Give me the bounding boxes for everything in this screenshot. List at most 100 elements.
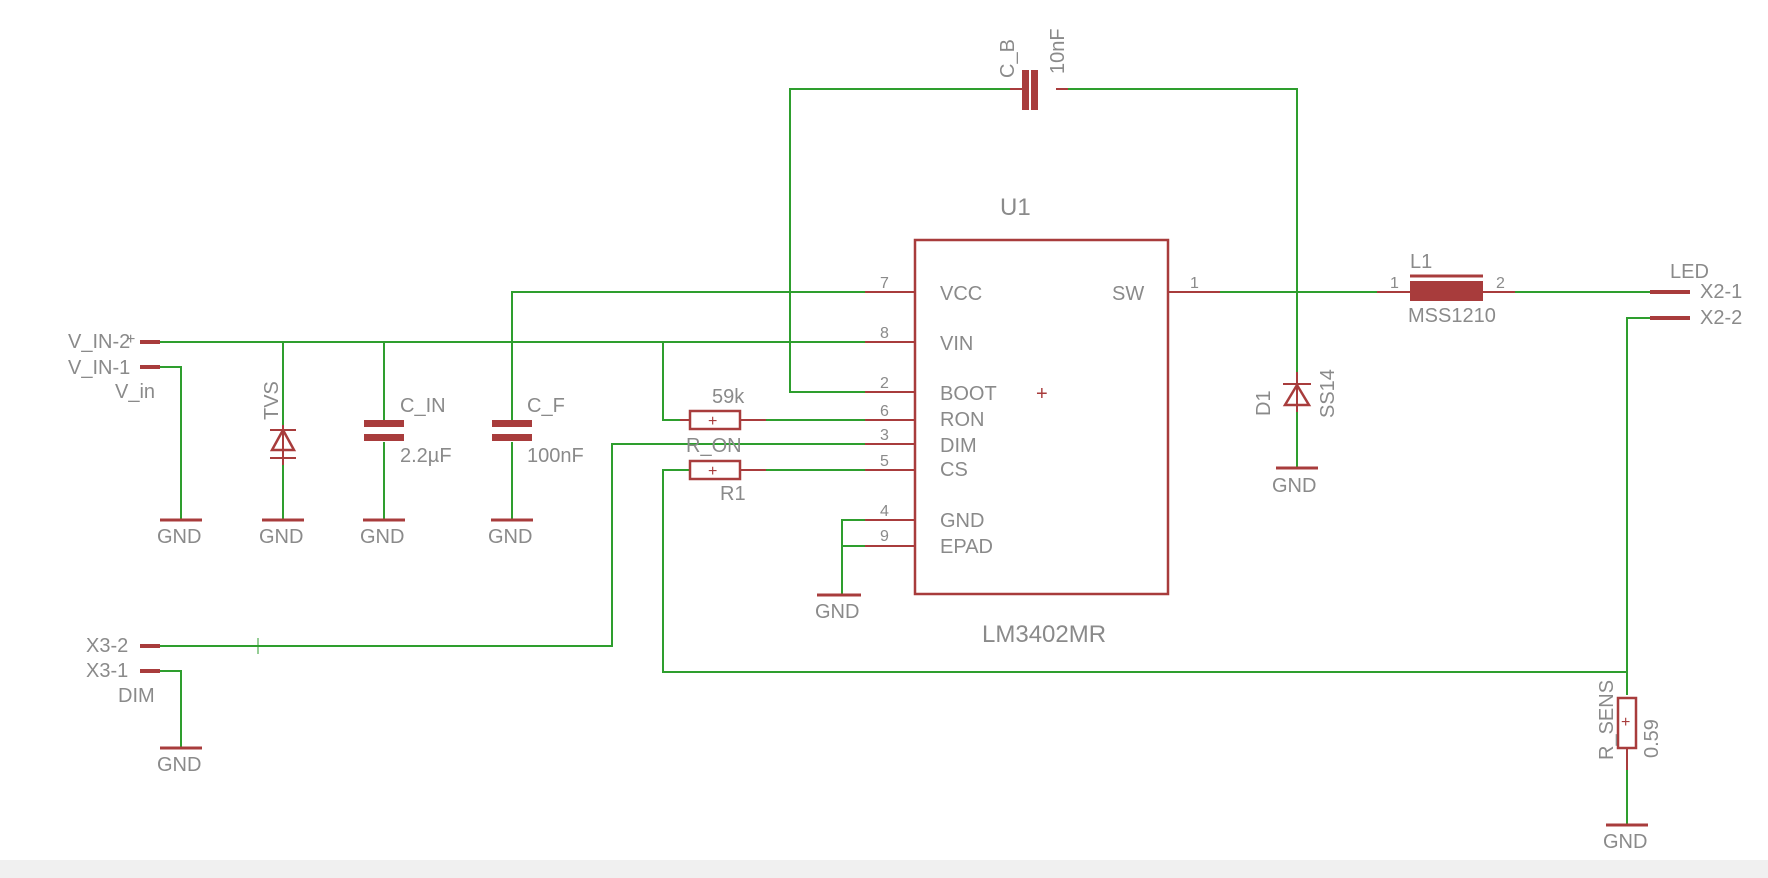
pin-name: EPAD <box>940 536 993 558</box>
pin-name: VCC <box>940 283 982 305</box>
resistor-r1[interactable]: + R1 <box>688 459 766 505</box>
pin-num: 7 <box>880 275 889 292</box>
gnd-label: GND <box>815 601 859 623</box>
pin-num: 3 <box>880 427 889 444</box>
ic-pin-vin: 8 VIN <box>865 325 973 355</box>
cin-value: 2.2µF <box>400 445 452 467</box>
wire-ic-gnd <box>841 519 885 595</box>
ic-pin-boot: 2 BOOT <box>865 375 997 405</box>
ic-value: LM3402MR <box>982 621 1106 648</box>
wire-x2-2 <box>1626 317 1650 695</box>
pin-num: 8 <box>880 325 889 342</box>
tvs-ref: TVS <box>261 381 283 420</box>
gnd-label: GND <box>157 526 201 548</box>
dim-net-label: DIM <box>118 685 155 707</box>
ic-u1[interactable]: U1 LM3402MR + 7 VCC 8 VIN 2 BOOT 6 RON 3… <box>865 194 1220 648</box>
x2-2-label: X2-2 <box>1700 307 1742 329</box>
gnd-label: GND <box>1603 831 1647 853</box>
gnd-cf: GND <box>488 518 533 548</box>
connector-x2-2[interactable]: X2-2 <box>1650 307 1742 329</box>
cb-ref: C_B <box>997 39 1019 78</box>
ic-pin-dim: 3 DIM <box>865 427 977 457</box>
gnd-rsens: GND <box>1603 823 1648 853</box>
ic-origin-mark: + <box>1036 383 1048 405</box>
cin-ref: C_IN <box>400 395 446 417</box>
cf-ref: C_F <box>527 395 565 417</box>
resistor-r-on[interactable]: + 59k R_ON <box>680 386 766 457</box>
wire-ron <box>662 342 690 421</box>
pin-num: 4 <box>880 503 889 520</box>
pin-num: 2 <box>880 375 889 392</box>
pin-num: 1 <box>1190 275 1199 292</box>
capacitor-c-f[interactable]: C_F 100nF <box>492 395 584 467</box>
ic-pin-ron: 6 RON <box>865 403 984 431</box>
rsens-mark: + <box>1621 714 1630 731</box>
connector-x3-2[interactable]: X3-2 <box>86 635 160 657</box>
gnd-label: GND <box>488 526 532 548</box>
wires <box>160 88 1650 825</box>
pin-num: 9 <box>880 528 889 545</box>
l1-ref: L1 <box>1410 251 1432 273</box>
x3-1-label: X3-1 <box>86 660 128 682</box>
gnd-tvs: GND <box>259 518 304 548</box>
rsens-ref: R_SENS <box>1596 680 1618 760</box>
bottom-scroll-bar[interactable] <box>0 860 1768 878</box>
pin-num: 5 <box>880 453 889 470</box>
resistor-r-sens[interactable]: + R_SENS 0.59 <box>1596 680 1663 770</box>
pin-num: 6 <box>880 403 889 420</box>
diode-d1[interactable]: D1 SS14 <box>1253 369 1339 418</box>
ic-pin-epad: 9 EPAD <box>865 528 993 558</box>
wire-cb-sw <box>1068 88 1298 292</box>
d1-ref: D1 <box>1253 390 1275 416</box>
vin-net-label: V_in <box>115 381 155 403</box>
connector-vin2[interactable]: V_IN-2 + <box>68 331 160 353</box>
pin-name: RON <box>940 409 984 431</box>
capacitor-c-in[interactable]: C_IN 2.2µF <box>364 395 452 467</box>
pin-name: GND <box>940 510 984 532</box>
pin-name: DIM <box>940 435 977 457</box>
l1-pin2: 2 <box>1496 275 1505 292</box>
x3-2-label: X3-2 <box>86 635 128 657</box>
wire-cs-return <box>662 469 1627 673</box>
ron-mark: + <box>708 413 717 430</box>
vin1-label: V_IN-1 <box>68 357 130 379</box>
wire-vcc <box>511 291 885 415</box>
pin-name: CS <box>940 459 968 481</box>
l1-pin1: 1 <box>1390 275 1399 292</box>
gnd-d1: GND <box>1272 466 1318 497</box>
wire-vin1-gnd <box>160 366 182 520</box>
ic-pin-cs: 5 CS <box>865 453 968 481</box>
rsens-value: 0.59 <box>1641 719 1663 758</box>
gnd-label: GND <box>259 526 303 548</box>
wire-dim <box>160 443 885 647</box>
vin2-label: V_IN-2 <box>68 331 130 353</box>
connector-x2-1[interactable]: LED X2-1 <box>1650 261 1742 303</box>
gnd-label: GND <box>157 754 201 776</box>
x2-1-label: X2-1 <box>1700 281 1742 303</box>
diode-tvs[interactable]: TVS <box>261 381 297 465</box>
ic-pin-sw: 1 SW <box>1112 275 1220 305</box>
pin-name: VIN <box>940 333 973 355</box>
pin-name: BOOT <box>940 383 997 405</box>
ic-ref: U1 <box>1000 194 1031 221</box>
led-label: LED <box>1670 261 1709 283</box>
r1-ref: R1 <box>720 483 746 505</box>
ic-pin-gnd: 4 GND <box>865 503 984 532</box>
inductor-l1[interactable]: L1 MSS1210 1 2 <box>1377 251 1515 327</box>
wire-x3-1-gnd <box>160 670 182 748</box>
ic-body <box>913 238 1170 596</box>
cf-value: 100nF <box>527 445 584 467</box>
capacitor-c-b[interactable]: C_B 10nF <box>997 28 1069 110</box>
gnd-label: GND <box>1272 475 1316 497</box>
cb-value: 10nF <box>1047 28 1069 74</box>
r1-mark: + <box>708 463 717 480</box>
connector-x3-1[interactable]: X3-1 DIM <box>86 660 160 707</box>
pin-name: SW <box>1112 283 1144 305</box>
ron-ref: R_ON <box>686 435 742 457</box>
connector-vin1[interactable]: V_IN-1 V_in <box>68 357 160 403</box>
gnd-cin: GND <box>360 518 405 548</box>
gnd-vin1: GND <box>157 518 202 548</box>
gnd-ic: GND <box>815 593 861 623</box>
ron-value: 59k <box>712 386 745 408</box>
d1-value: SS14 <box>1317 369 1339 418</box>
